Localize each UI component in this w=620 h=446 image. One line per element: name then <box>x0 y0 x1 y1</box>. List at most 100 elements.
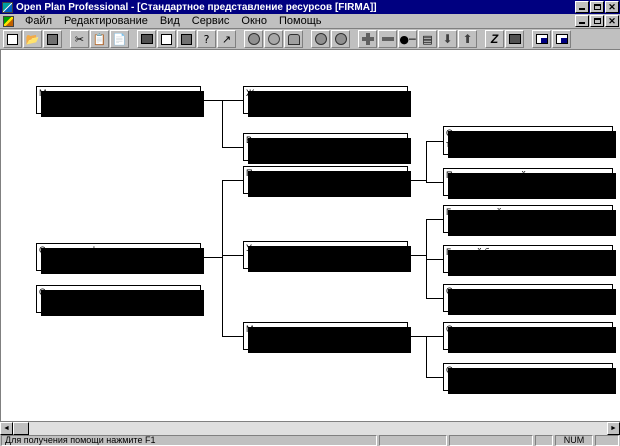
level-button[interactable]: ▤ <box>418 30 437 48</box>
save-disk-icon <box>47 33 58 45</box>
mdi-minimize-button[interactable] <box>575 15 589 27</box>
connector-line <box>426 259 443 260</box>
diagram-node[interactable]: Генеральный директор <box>443 205 616 236</box>
diagram-node[interactable]: Стоимостные ресурсы <box>36 285 204 316</box>
diagram-node[interactable]: Секретарь <box>443 284 616 315</box>
move-down-button[interactable]: ⬇ <box>438 30 457 48</box>
node-label: Отдел рекламы <box>446 365 512 375</box>
connector-line <box>222 336 243 337</box>
document-icon[interactable] <box>3 15 14 27</box>
help-button[interactable]: ? <box>197 30 216 48</box>
node-shadow <box>248 91 411 117</box>
resource-person-icon <box>267 33 280 45</box>
connector-line <box>426 182 443 183</box>
open-file-button[interactable]: 📂 <box>23 30 42 48</box>
node-shadow <box>448 368 616 394</box>
toolbar: 📂 ✂ 📋 📄 ? ↗ ●─ ▤ ⬇ ⬆ Z <box>0 29 620 50</box>
diagram-node[interactable]: Производство <box>243 166 411 197</box>
layout-button[interactable] <box>532 30 551 48</box>
fullscreen-button[interactable] <box>552 30 571 48</box>
print-preview-button[interactable] <box>157 30 176 48</box>
menu-item-tools[interactable]: Сервис <box>191 14 230 27</box>
diagram-node[interactable]: Сотрудники фирмы <box>36 243 204 274</box>
node-shadow <box>448 289 616 315</box>
resource-circle-icon <box>247 33 260 45</box>
node-shadow <box>248 138 411 164</box>
menu-item-window[interactable]: Окно <box>241 14 267 27</box>
filter-circle2-button[interactable] <box>331 30 350 48</box>
diagram-node[interactable]: Винил <box>243 133 411 164</box>
link-icon: ●─ <box>399 32 416 46</box>
diagram-node[interactable]: Управление <box>243 241 411 272</box>
filter-circle-button[interactable] <box>311 30 330 48</box>
menu-bar: Файл Редактирование Вид Сервис Окно Помо… <box>0 14 620 29</box>
add-button[interactable] <box>358 30 377 48</box>
diagram-node[interactable]: Отдел рекламы <box>443 363 616 394</box>
node-label: Управление <box>246 243 297 253</box>
cut-button[interactable]: ✂ <box>70 30 89 48</box>
node-shadow <box>448 210 616 236</box>
node-label: Отдел тестирования новых технологий <box>446 128 561 149</box>
status-message: Для получения помощи нажмите F1 <box>1 435 377 446</box>
diagram-node[interactable]: Железная арматура <box>243 86 411 117</box>
menu-item-view[interactable]: Вид <box>159 14 180 27</box>
connector-line <box>426 377 443 378</box>
mdi-child-controls: ✕ <box>574 15 619 27</box>
diagram-node[interactable]: Производственный отдел <box>443 168 616 199</box>
close-button[interactable]: ✕ <box>605 1 619 13</box>
copy-button[interactable]: 📋 <box>90 30 109 48</box>
mdi-close-button[interactable]: ✕ <box>605 15 619 27</box>
connector-line <box>222 100 223 147</box>
table-view-button[interactable] <box>505 30 524 48</box>
resource-person-button[interactable] <box>264 30 283 48</box>
print-button[interactable] <box>137 30 156 48</box>
paste-button[interactable]: 📄 <box>110 30 129 48</box>
menu-item-file[interactable]: Файл <box>25 14 53 27</box>
window-controls: ✕ <box>574 1 619 13</box>
status-pane-2 <box>449 435 533 446</box>
connector-line <box>426 141 443 142</box>
connector-line <box>426 219 443 220</box>
app-icon <box>2 1 13 13</box>
sort-button[interactable] <box>177 30 196 48</box>
horizontal-scrollbar[interactable]: ◄ ► <box>0 421 620 435</box>
cut-scissors-icon: ✂ <box>74 32 85 46</box>
mdi-restore-button[interactable] <box>590 15 604 27</box>
node-shadow <box>41 248 204 274</box>
sort-icon <box>181 33 192 45</box>
restore-button[interactable] <box>590 1 604 13</box>
node-label: Железная арматура <box>246 88 331 98</box>
diagram-node[interactable]: Материалы <box>36 86 204 117</box>
resource-circle-button[interactable] <box>244 30 263 48</box>
resource-shape-button[interactable] <box>284 30 303 48</box>
remove-button[interactable] <box>378 30 397 48</box>
diagram-node[interactable]: Отдел продаж <box>443 322 616 353</box>
menu-item-help[interactable]: Помощь <box>278 14 322 27</box>
link-button[interactable]: ●─ <box>398 30 417 48</box>
save-button[interactable] <box>43 30 62 48</box>
move-down-icon: ⬇ <box>442 32 453 46</box>
scrollbar-thumb[interactable] <box>13 422 29 435</box>
scroll-left-arrow-icon[interactable]: ◄ <box>0 422 13 435</box>
connector-line <box>426 336 427 377</box>
print-icon <box>140 34 153 44</box>
scroll-right-arrow-icon[interactable]: ► <box>607 422 620 435</box>
fullscreen-icon <box>555 34 568 44</box>
diagram-node[interactable]: Отдел тестирования новых технологий <box>443 126 616 158</box>
help-question-icon: ? <box>203 32 210 46</box>
status-bar: Для получения помощи нажмите F1 NUM <box>0 435 620 446</box>
open-folder-icon: 📂 <box>25 32 40 46</box>
diagram-node[interactable]: Главный бухгалтер <box>443 245 616 276</box>
context-help-button[interactable]: ↗ <box>217 30 236 48</box>
new-file-button[interactable] <box>3 30 22 48</box>
scrollbar-track[interactable] <box>13 422 607 435</box>
node-label: Винил <box>246 135 273 145</box>
menu-item-edit[interactable]: Редактирование <box>64 14 148 27</box>
minimize-button[interactable] <box>575 1 589 13</box>
zoom-button[interactable]: Z <box>485 30 504 48</box>
move-up-button[interactable]: ⬆ <box>458 30 477 48</box>
diagram-node[interactable]: Маркетинг <box>243 322 411 353</box>
node-shadow <box>448 327 616 353</box>
